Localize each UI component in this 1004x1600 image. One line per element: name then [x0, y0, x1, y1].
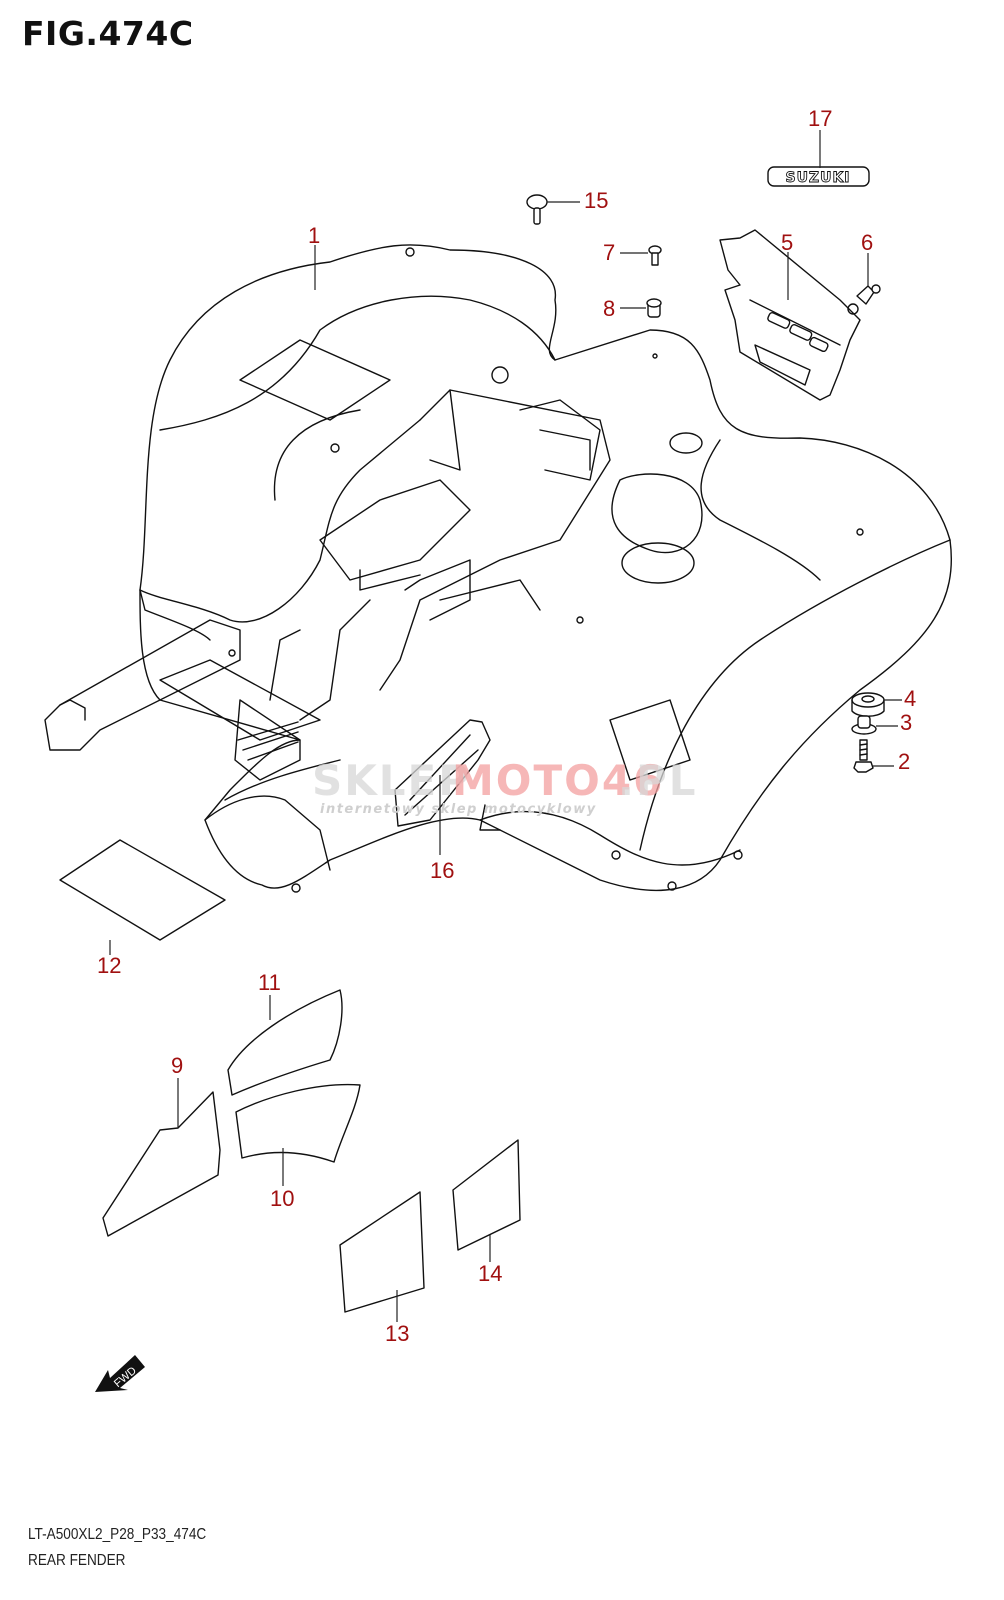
- callout-3[interactable]: 3: [900, 710, 912, 735]
- leader-lines: [109, 130, 902, 1322]
- figure-title: FIG.474C: [22, 14, 194, 53]
- part-7-screw[interactable]: [648, 245, 662, 266]
- part-9-film[interactable]: [102, 1091, 221, 1237]
- part-15-screw[interactable]: [526, 194, 548, 225]
- part-5-bracket[interactable]: [719, 229, 861, 401]
- callout-12[interactable]: 12: [97, 953, 121, 978]
- model-code: LT-A500XL2_P28_P33_474C: [28, 1526, 207, 1543]
- callout-1[interactable]: 1: [308, 223, 320, 248]
- callout-8[interactable]: 8: [603, 296, 615, 321]
- callout-5[interactable]: 5: [781, 230, 793, 255]
- callout-2[interactable]: 2: [898, 749, 910, 774]
- part-16-emblem-4x4[interactable]: [394, 719, 491, 827]
- part-11-film[interactable]: [227, 989, 343, 1096]
- emblem-17-text: SUZUKI: [785, 170, 850, 186]
- callout-4[interactable]: 4: [904, 686, 916, 711]
- watermark-grey-2: .PL: [618, 756, 698, 805]
- part-1-rear-fender[interactable]: [44, 244, 952, 893]
- callout-10[interactable]: 10: [270, 1186, 294, 1211]
- figure-footer: LT-A500XL2_P28_P33_474C REAR FENDER: [28, 1522, 206, 1574]
- callout-6[interactable]: 6: [861, 230, 873, 255]
- part-6-clip[interactable]: [856, 284, 881, 305]
- watermark-grey-1: SKLEP: [312, 756, 471, 805]
- callout-labels: 1 2 3 4 5 6 7 8 9 10 11 12 13 14 15 16 1…: [97, 106, 916, 1346]
- callout-17[interactable]: 17: [808, 106, 832, 131]
- callout-15[interactable]: 15: [584, 188, 608, 213]
- callout-13[interactable]: 13: [385, 1321, 409, 1346]
- callout-11[interactable]: 11: [258, 970, 281, 995]
- fwd-direction-marker: FWD: [95, 1355, 145, 1392]
- callout-14[interactable]: 14: [478, 1261, 502, 1286]
- part-10-film[interactable]: [235, 1083, 361, 1163]
- part-14-film[interactable]: [452, 1139, 521, 1251]
- callout-16[interactable]: 16: [430, 858, 454, 883]
- callout-9[interactable]: 9: [171, 1053, 183, 1078]
- callout-7[interactable]: 7: [603, 240, 615, 265]
- part-17-emblem-suzuki[interactable]: SUZUKI: [767, 166, 870, 187]
- watermark-red: MOTO46: [452, 756, 664, 805]
- watermark-subtitle: internetowy sklep motocyklowy: [320, 802, 597, 817]
- part-13-film[interactable]: [339, 1191, 425, 1313]
- part-12-film[interactable]: [59, 839, 226, 941]
- watermark: SKLEP MOTO46 .PL internetowy sklep motoc…: [312, 756, 698, 817]
- part-4-cushion[interactable]: [851, 692, 885, 717]
- part-3-collar[interactable]: [851, 715, 877, 735]
- section-name: REAR FENDER: [28, 1552, 126, 1569]
- part-2-bolt[interactable]: [853, 739, 874, 773]
- part-8-grommet[interactable]: [646, 298, 662, 318]
